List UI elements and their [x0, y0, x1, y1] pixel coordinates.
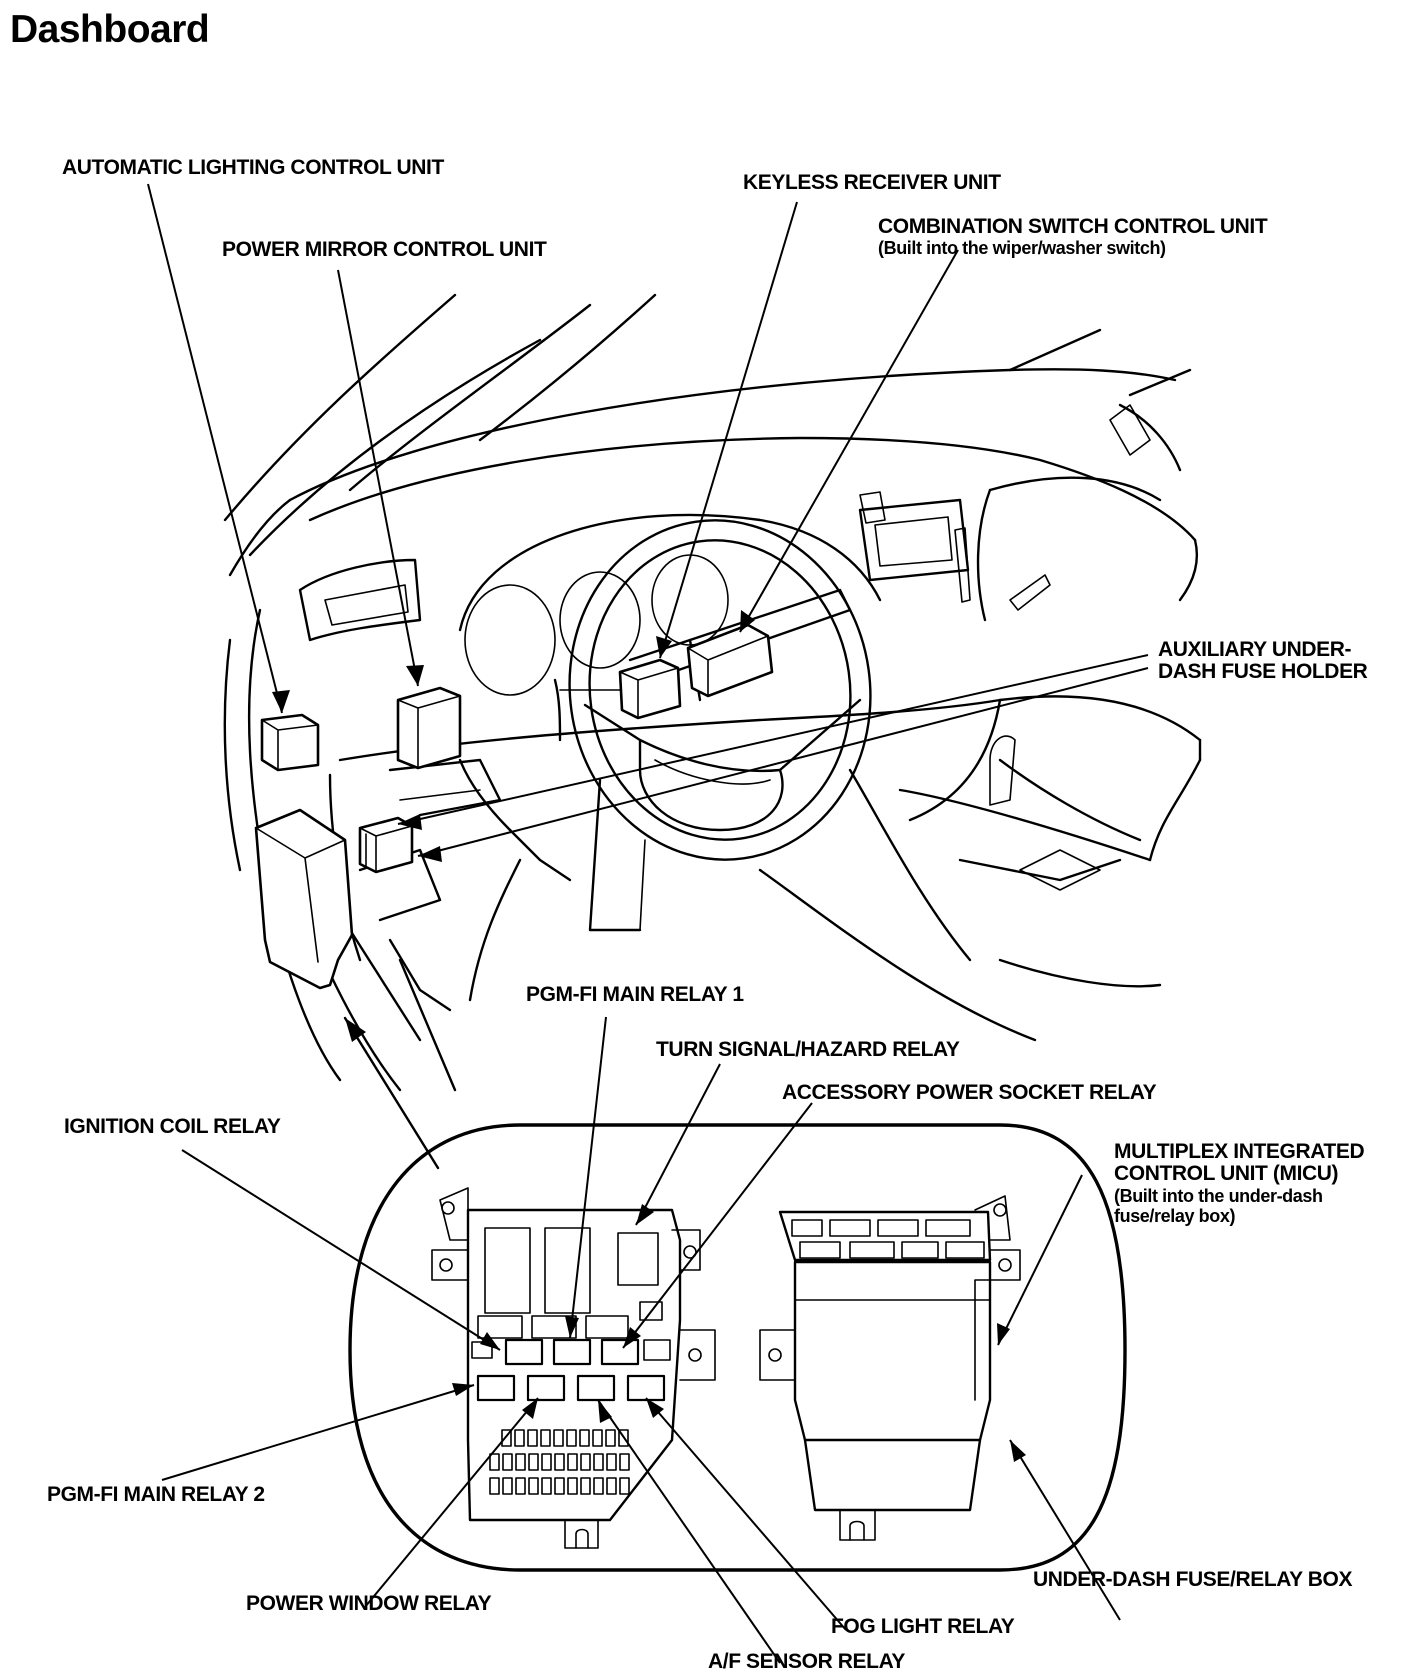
label-power-window-relay: POWER WINDOW RELAY: [246, 1592, 492, 1615]
fuse-box-inset: [348, 1123, 1127, 1572]
label-combination-switch-note: (Built into the wiper/washer switch): [878, 238, 1166, 258]
label-micu-line2: CONTROL UNIT (MICU): [1114, 1162, 1339, 1185]
label-turn-signal-hazard-relay: TURN SIGNAL/HAZARD RELAY: [656, 1038, 960, 1061]
label-keyless-receiver-unit: KEYLESS RECEIVER UNIT: [743, 171, 1001, 194]
label-power-mirror-control-unit: POWER MIRROR CONTROL UNIT: [222, 238, 547, 261]
label-automatic-lighting-control-unit: AUTOMATIC LIGHTING CONTROL UNIT: [62, 156, 444, 179]
label-under-dash-fuse-relay-box: UNDER-DASH FUSE/RELAY BOX: [1033, 1568, 1353, 1591]
keyless-receiver-unit-box: [618, 658, 682, 720]
inset-leader-arrowheads: [452, 1204, 1026, 1462]
dashboard-illustration: [223, 293, 1202, 1092]
label-combination-switch-control-unit: COMBINATION SWITCH CONTROL UNIT: [878, 215, 1268, 238]
label-accessory-power-socket-relay: ACCESSORY POWER SOCKET RELAY: [782, 1081, 1157, 1104]
label-af-sensor-relay: A/F SENSOR RELAY: [708, 1650, 906, 1673]
automatic-lighting-control-unit-box: [260, 713, 320, 772]
inset-leader-lines: [161, 1016, 1121, 1664]
label-pgm-fi-main-relay-1: PGM-FI MAIN RELAY 1: [526, 983, 744, 1006]
label-ignition-coil-relay: IGNITION COIL RELAY: [64, 1115, 281, 1138]
label-micu-line1: MULTIPLEX INTEGRATED: [1114, 1140, 1365, 1163]
under-dash-fuse-box-on-dash: [254, 808, 354, 990]
page-title: Dashboard: [10, 8, 210, 51]
leader-lines: [147, 183, 1149, 1170]
power-mirror-control-unit-box: [396, 686, 462, 770]
label-auxiliary-fuse-holder-line2: DASH FUSE HOLDER: [1158, 660, 1368, 683]
label-micu-note1: (Built into the under-dash: [1114, 1186, 1323, 1206]
combination-switch-control-unit-box: [686, 623, 774, 698]
label-fog-light-relay: FOG LIGHT RELAY: [831, 1615, 1015, 1638]
leader-arrowheads: [272, 610, 755, 1042]
label-pgm-fi-main-relay-2: PGM-FI MAIN RELAY 2: [47, 1483, 265, 1506]
label-micu-note2: fuse/relay box): [1114, 1206, 1236, 1226]
auxiliary-fuse-holder-box: [358, 816, 414, 874]
label-auxiliary-fuse-holder-line1: AUXILIARY UNDER-: [1158, 638, 1352, 661]
